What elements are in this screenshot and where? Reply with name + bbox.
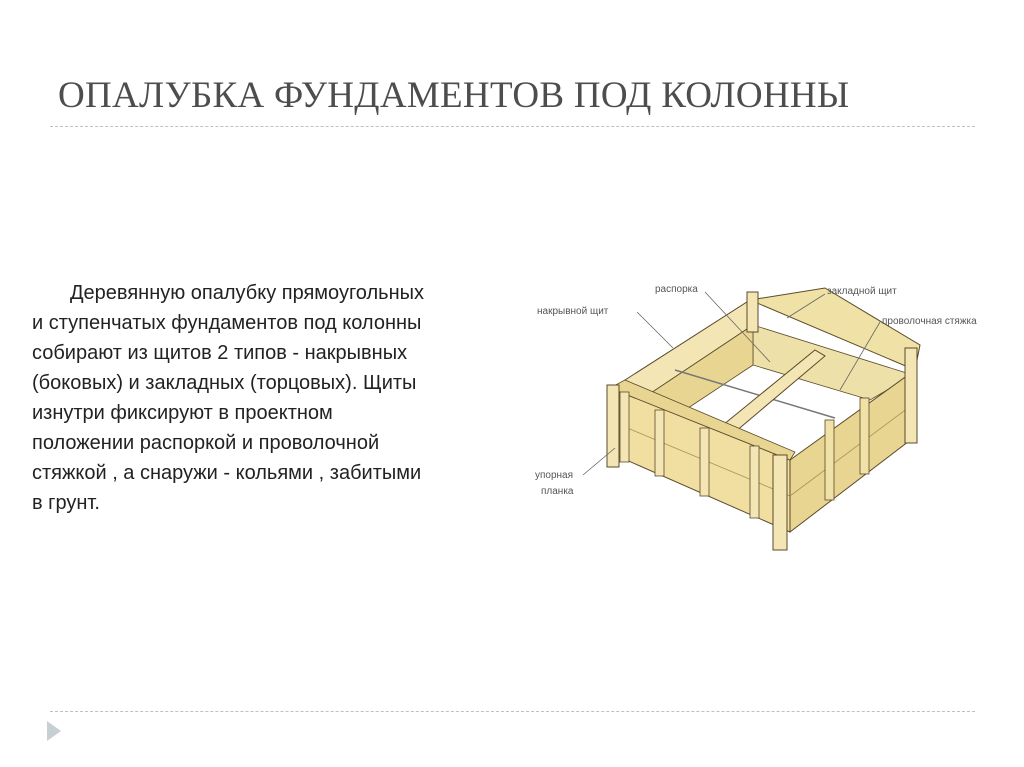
stop-bar <box>606 384 620 468</box>
body-line: изнутри фиксируют в проектном <box>32 402 333 424</box>
label-cover-panel: накрывной щит <box>537 306 609 317</box>
stop-bar <box>746 291 759 333</box>
footer-divider <box>50 711 975 712</box>
leader-line <box>582 447 616 476</box>
cleat <box>699 427 710 497</box>
leader-line <box>704 291 771 363</box>
front-left-top <box>609 379 796 461</box>
body-line: (боковых) и закладных (торцовых). Щиты <box>32 372 417 394</box>
label-stop-bar-1: упорная <box>535 470 573 481</box>
body-line: положении распоркой и проволочной <box>32 432 380 454</box>
title-divider <box>50 126 975 127</box>
body-line: и ступенчатых фундаментов под колонны <box>32 312 422 334</box>
wire-tie <box>674 369 836 419</box>
slide-title: ОПАЛУБКА ФУНДАМЕНТОВ ПОД КОЛОННЫ <box>58 75 850 116</box>
label-embedded-panel: закладной щит <box>827 286 897 297</box>
leader-line <box>786 293 826 319</box>
label-strut: распорка <box>655 284 698 295</box>
label-wire-tie: проволочная стяжка <box>882 316 977 327</box>
leader-line <box>839 321 881 391</box>
leader-line <box>636 311 674 349</box>
body-line: Деревянную опалубку прямоугольных <box>70 282 425 304</box>
cleat <box>654 409 665 477</box>
formwork-illustration: распорка накрывной щит закладной щит про… <box>535 284 977 551</box>
stop-bar <box>904 347 918 444</box>
body-line: стяжкой , а снаружи - кольями , забитыми <box>32 462 422 484</box>
cleat <box>619 391 630 463</box>
stop-bar <box>772 454 788 551</box>
triangle-right-icon[interactable] <box>47 721 61 741</box>
cleat <box>824 419 835 501</box>
label-stop-bar-2: планка <box>541 486 574 497</box>
cleat <box>859 397 870 475</box>
board-seam <box>789 401 917 497</box>
body-line: собирают из щитов 2 типов - накрывных <box>32 342 408 364</box>
body-paragraph: Деревянную опалубку прямоугольных и ступ… <box>32 278 502 518</box>
cleat <box>749 445 760 519</box>
body-line: в грунт. <box>32 492 100 514</box>
back-right-panel <box>748 287 921 371</box>
